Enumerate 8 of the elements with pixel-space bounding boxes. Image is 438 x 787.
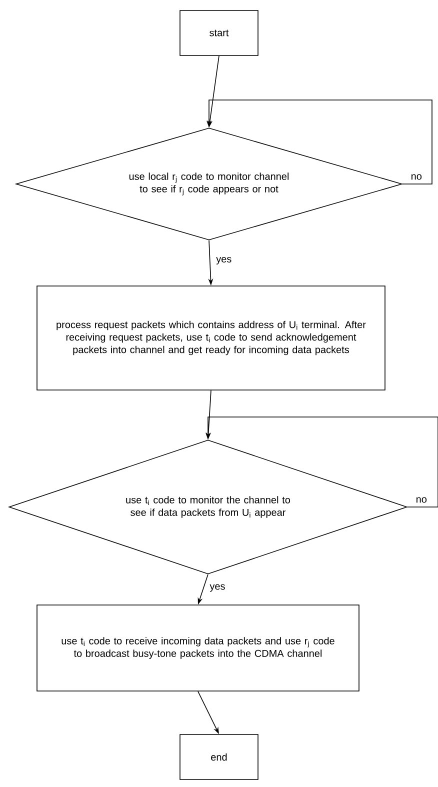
process-box: use t$_{i}$ code to receive incoming data packets and use r$_{j}$ code to broadcast busy-tone packets into the CDMA channel <box>36 604 360 692</box>
process-box: end <box>180 734 258 780</box>
edge-label: no <box>410 173 423 181</box>
edge-label: yes <box>208 583 226 593</box>
edge-label: yes <box>215 256 233 266</box>
edge-label: no <box>414 496 428 504</box>
process-box: start <box>180 10 258 56</box>
process-box: process request packets which contains address of U$_{i}$ terminal. After receiving request packets, use t$_{i}$ code to send acknowledgement packets into channel and get ready for incoming data packets <box>36 286 386 390</box>
